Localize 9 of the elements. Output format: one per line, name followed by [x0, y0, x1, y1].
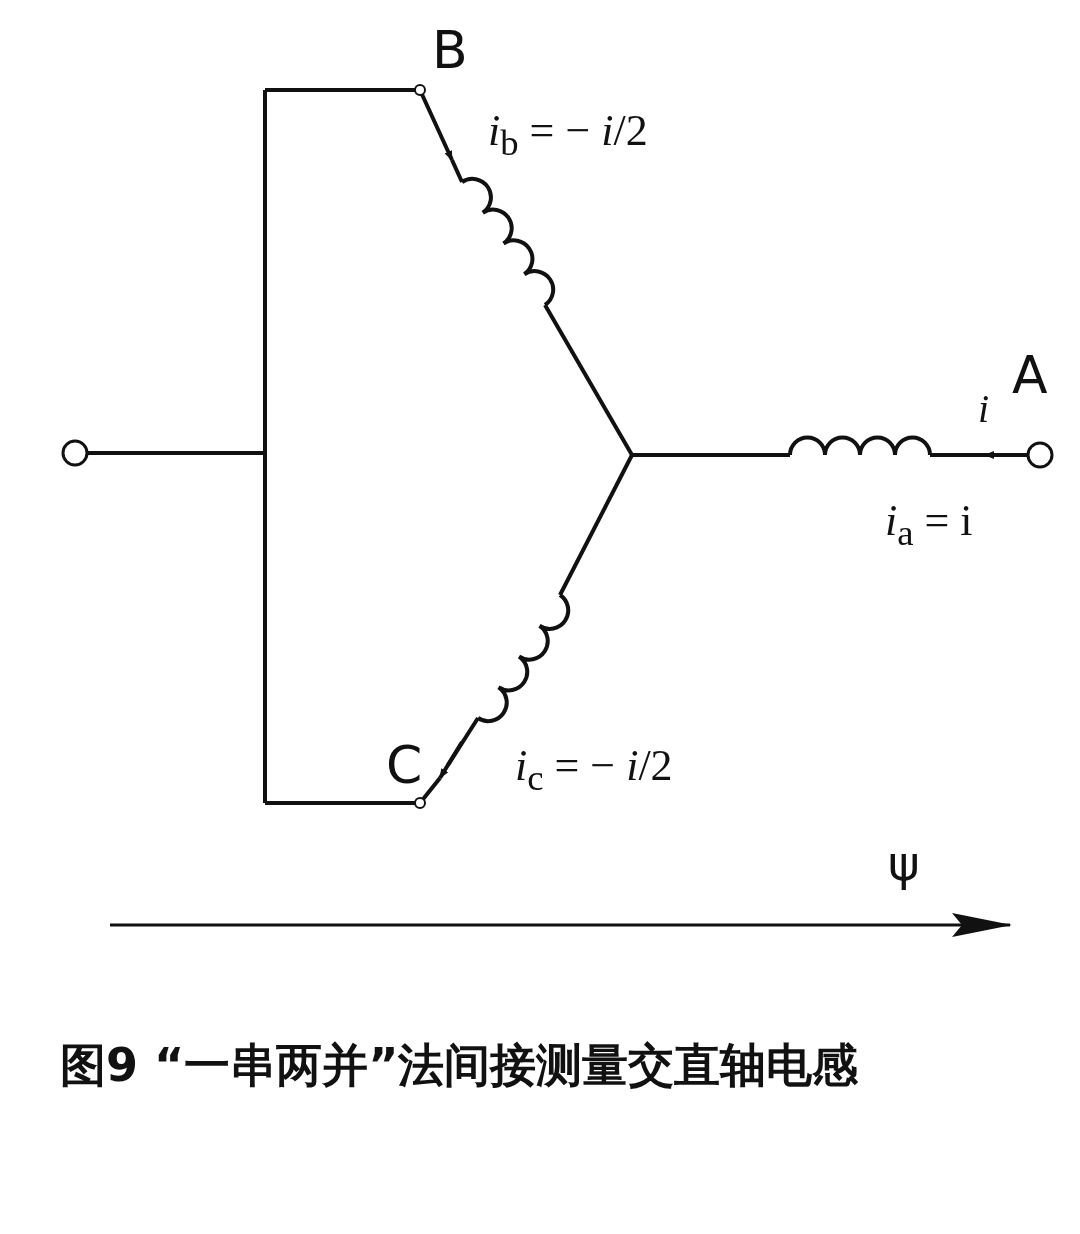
flux-symbol: ψ: [888, 835, 920, 891]
current-equation: i$_{a}$ = i: [885, 495, 973, 554]
terminal-label: A: [1012, 345, 1048, 405]
current-equation: i$_{c}$ = − i/2: [515, 740, 673, 799]
current-symbol: i: [978, 385, 990, 432]
terminal-label: C: [386, 735, 423, 795]
terminal-label: B: [432, 20, 468, 80]
figure-caption: 图9 “一串两并”法间接测量交直轴电感: [60, 1037, 859, 1094]
current-equation: i$_{b}$ = − i/2: [488, 105, 648, 164]
